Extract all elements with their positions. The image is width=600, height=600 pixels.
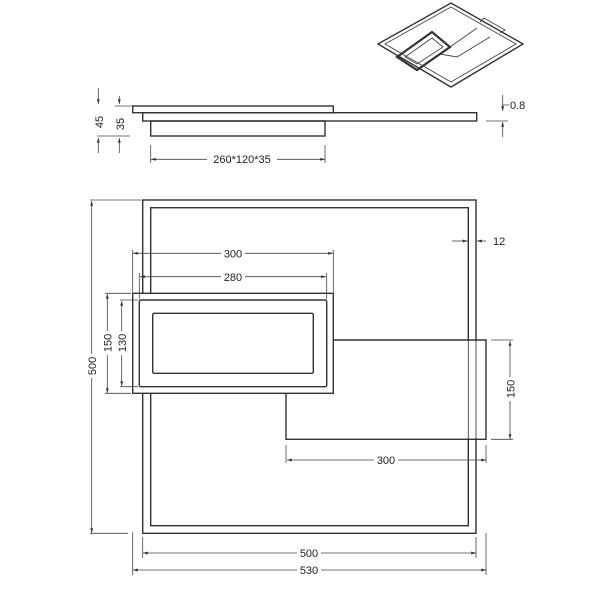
dim-driver-box: 260*120*35 bbox=[213, 154, 271, 166]
top-view: 300 280 150 130 500 12 150 300 bbox=[85, 199, 518, 577]
dim-frame-inner-width: 500 bbox=[300, 548, 318, 560]
dim-body-height: 35 bbox=[115, 118, 127, 130]
dim-frame-width: 12 bbox=[493, 236, 505, 248]
dim-panel-inner-height: 130 bbox=[117, 334, 129, 352]
dim-total-height: 45 bbox=[94, 116, 106, 128]
dim-bar-height: 150 bbox=[506, 380, 518, 398]
dim-overall-width: 530 bbox=[300, 565, 318, 577]
dim-plate-thickness: 0.8 bbox=[510, 100, 525, 112]
dim-panel-inner-width: 280 bbox=[224, 272, 242, 284]
dim-overall-height: 500 bbox=[87, 357, 99, 375]
dim-panel-outer-width: 300 bbox=[224, 249, 242, 261]
dim-bar-width: 300 bbox=[377, 455, 395, 467]
isometric-view bbox=[376, 2, 525, 88]
side-view: 45 35 260*120*35 0.8 bbox=[94, 88, 525, 166]
dim-panel-outer-height: 150 bbox=[103, 334, 115, 352]
